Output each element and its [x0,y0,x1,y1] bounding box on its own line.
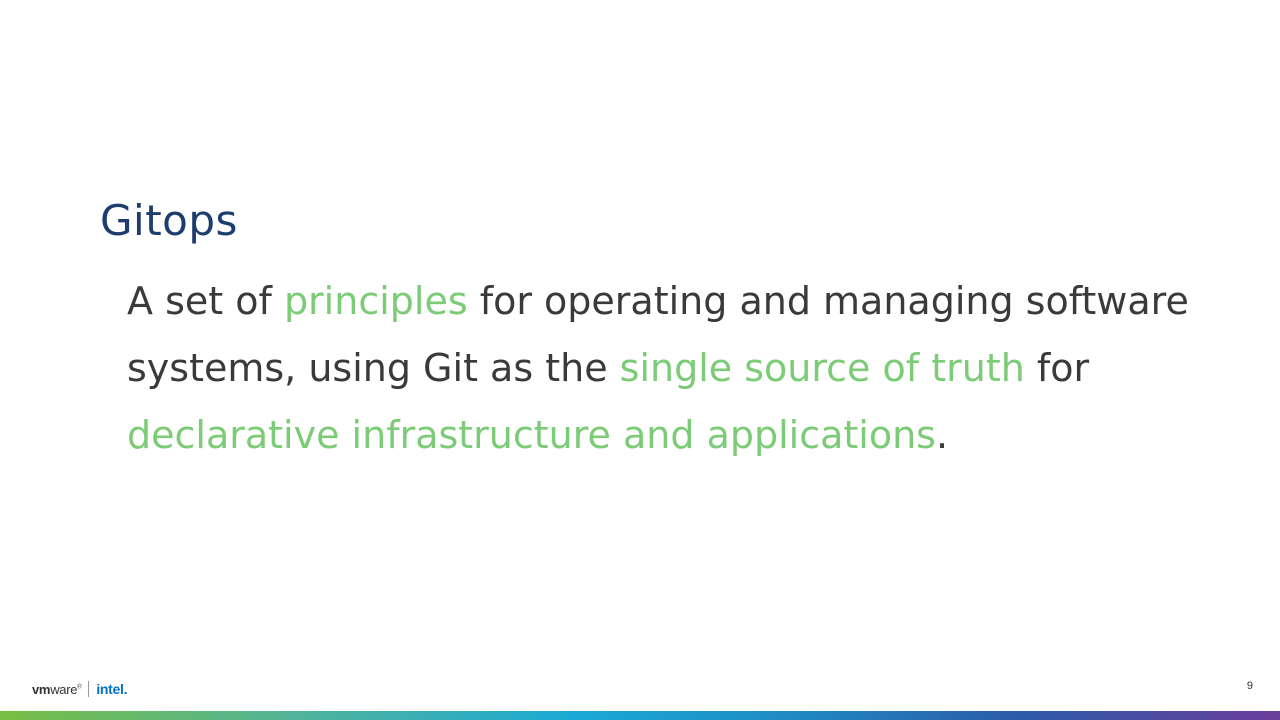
body-segment: for operating and managing software syst… [127,279,1189,390]
body-highlight-single-source: single source of truth [619,346,1025,390]
intel-logo-icon: intel. [96,681,128,697]
body-highlight-declarative: declarative infrastructure and applicati… [127,413,936,457]
body-segment: . [935,413,949,457]
page-number: 9 [1246,680,1253,692]
footer-gradient-bar [0,711,1280,720]
body-segment: A set of [127,279,284,323]
body-highlight-principles: principles [283,279,468,323]
slide-body: A set of principles for operating and ma… [127,268,1227,469]
body-segment: for [1024,346,1090,390]
footer-logos: vmware® intel. [32,680,127,698]
slide-title: Gitops [100,196,238,245]
vmware-logo-icon: vmware® [32,681,82,697]
logo-divider [88,681,90,697]
